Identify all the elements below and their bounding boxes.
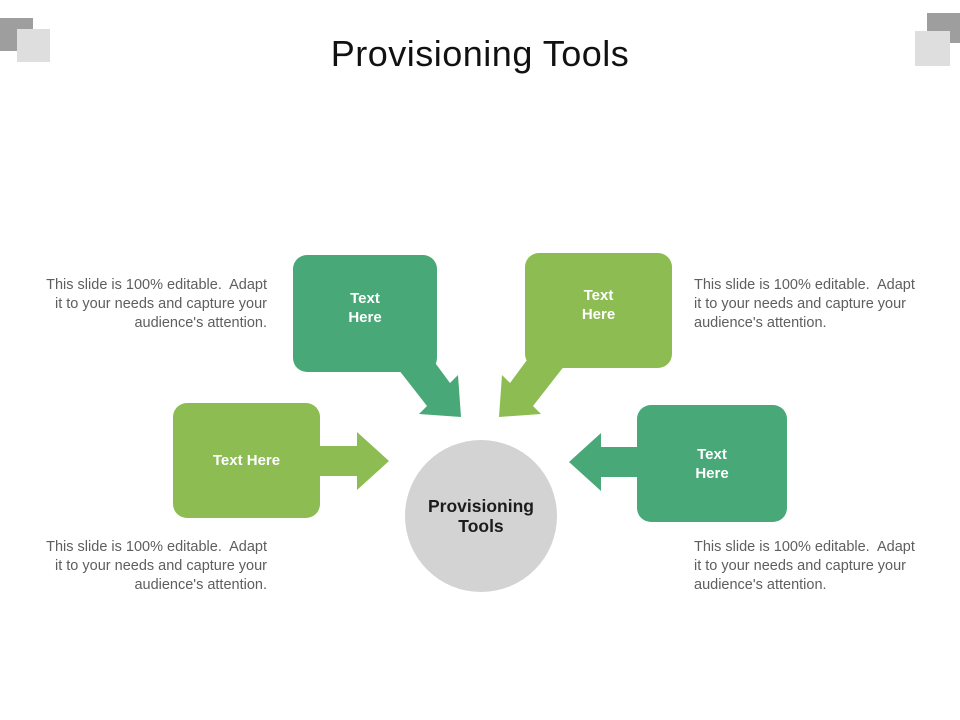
- text-here-box-right: Text Here: [637, 405, 787, 522]
- hub-circle: Provisioning Tools: [405, 440, 557, 592]
- text-here-box-left: Text Here: [173, 403, 320, 518]
- caption-bottom-left: This slide is 100% editable. Adapt it to…: [46, 539, 267, 593]
- text-here-box-top-left: Text Here: [293, 255, 437, 372]
- arrow-right-to-hub-icon: [569, 433, 645, 491]
- hub-label: Provisioning Tools: [428, 496, 534, 536]
- corner-square-light-top-left: [17, 29, 50, 62]
- caption-bottom-right: This slide is 100% editable. Adapt it to…: [694, 539, 915, 593]
- slide-title: Provisioning Tools: [330, 33, 630, 74]
- text-here-label: Text Here: [695, 445, 729, 482]
- caption-top-left: This slide is 100% editable. Adapt it to…: [46, 277, 267, 331]
- text-here-box-top-right: Text Here: [525, 253, 672, 368]
- text-here-label: Text Here: [581, 286, 616, 323]
- caption-top-right: This slide is 100% editable. Adapt it to…: [694, 277, 915, 331]
- text-here-label: Text Here: [212, 452, 281, 469]
- corner-square-light-top-right: [915, 31, 950, 66]
- arrow-left-to-hub-icon: [312, 432, 389, 490]
- text-here-label: Text Here: [348, 289, 382, 326]
